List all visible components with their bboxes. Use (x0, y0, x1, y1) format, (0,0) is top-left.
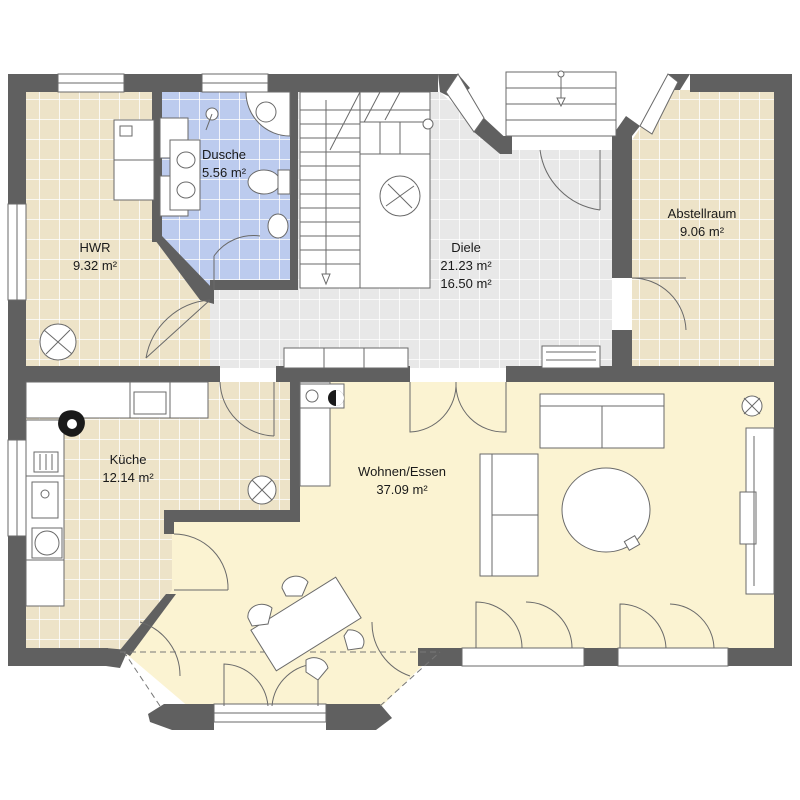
label-abstellraum-name: Abstellraum (668, 206, 737, 221)
label-wohnen-area: 37.09 m² (376, 482, 428, 497)
kueche-fixtures (25, 381, 277, 607)
label-hwr-name: HWR (79, 240, 110, 255)
label-diele-area: 21.23 m² (440, 258, 492, 273)
label-kueche-area: 12.14 m² (102, 470, 154, 485)
floor-hwr-lower (160, 240, 210, 368)
label-wohnen-name: Wohnen/Essen (358, 464, 446, 479)
diele-fixtures (283, 175, 601, 369)
dusche-fixtures (169, 91, 291, 239)
label-dusche-name: Dusche (202, 147, 246, 162)
label-kueche-name: Küche (110, 452, 147, 467)
doors (120, 149, 715, 707)
bay-element (505, 70, 617, 137)
label-abstellraum-area: 9.06 m² (680, 224, 725, 239)
label-diele-area2: 16.50 m² (440, 276, 492, 291)
walls (8, 74, 792, 730)
label-hwr-area: 9.32 m² (73, 258, 118, 273)
floor-abstellraum (632, 90, 776, 368)
label-diele-name: Diele (451, 240, 481, 255)
wohnen-fixtures (247, 381, 775, 681)
windows (7, 73, 729, 723)
label-dusche-area: 5.56 m² (202, 165, 247, 180)
room-labels: HWR 9.32 m² Dusche 5.56 m² Diele 21.23 m… (73, 147, 736, 497)
